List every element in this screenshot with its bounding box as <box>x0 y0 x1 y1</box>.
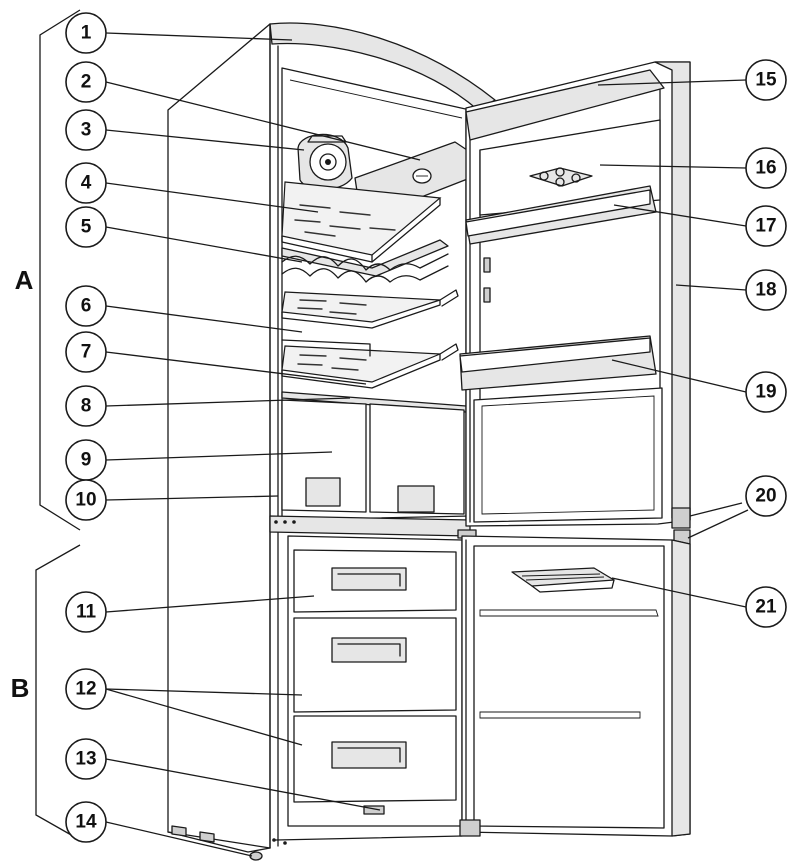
section-label-b: B <box>11 673 30 703</box>
callout-label-20: 20 <box>755 486 776 507</box>
bottle-rack <box>281 239 449 283</box>
callout-13: 13 <box>65 738 107 780</box>
callout-16: 16 <box>745 147 787 189</box>
freezer-drawer-top <box>293 549 457 613</box>
callout-label-15: 15 <box>755 70 777 91</box>
callout-19: 19 <box>745 371 787 413</box>
callout-label-6: 6 <box>81 296 92 317</box>
callout-9: 9 <box>65 439 107 481</box>
freezer-drawer-middle <box>293 617 457 713</box>
callout-label-11: 11 <box>76 602 97 623</box>
callout-18: 18 <box>745 269 787 311</box>
callout-label-21: 21 <box>755 597 777 618</box>
callout-20: 20 <box>745 475 787 517</box>
callout-label-19: 19 <box>755 382 776 403</box>
callout-14: 14 <box>65 801 107 843</box>
callout-label-4: 4 <box>81 173 92 194</box>
callout-7: 7 <box>65 331 107 373</box>
callout-label-12: 12 <box>75 679 96 700</box>
callout-label-5: 5 <box>81 217 92 238</box>
fan-unit <box>297 133 353 191</box>
callout-label-2: 2 <box>81 72 92 93</box>
freezer-drawer-bottom <box>293 715 457 815</box>
callout-label-16: 16 <box>755 158 776 179</box>
callout-6: 6 <box>65 285 107 327</box>
callout-label-10: 10 <box>75 490 96 511</box>
callout-label-14: 14 <box>75 812 97 833</box>
callout-3: 3 <box>65 109 107 151</box>
callout-label-7: 7 <box>81 342 92 363</box>
callout-12: 12 <box>65 668 107 710</box>
callout-label-18: 18 <box>755 280 776 301</box>
callout-5: 5 <box>65 206 107 248</box>
callout-label-1: 1 <box>81 23 92 44</box>
callout-8: 8 <box>65 385 107 427</box>
callout-2: 2 <box>65 61 107 103</box>
callout-label-9: 9 <box>81 450 92 471</box>
callout-1: 1 <box>65 12 107 54</box>
callout-17: 17 <box>745 205 787 247</box>
callout-4: 4 <box>65 162 107 204</box>
leader-lines <box>105 32 749 857</box>
freezer-door <box>459 535 691 837</box>
section-a-brace <box>39 9 81 531</box>
callout-10: 10 <box>65 479 107 521</box>
callout-21: 21 <box>745 586 787 628</box>
callout-15: 15 <box>745 59 787 101</box>
section-label-a: A <box>15 265 34 295</box>
callout-label-3: 3 <box>81 120 92 141</box>
shelf-4 <box>281 181 442 263</box>
section-b-brace <box>35 544 81 841</box>
callout-label-8: 8 <box>81 396 92 417</box>
callout-label-13: 13 <box>75 749 96 770</box>
feet <box>171 825 263 861</box>
fridge-door <box>459 61 691 527</box>
callout-11: 11 <box>65 591 107 633</box>
shelf-middle <box>281 289 459 329</box>
callout-label-17: 17 <box>755 216 776 237</box>
